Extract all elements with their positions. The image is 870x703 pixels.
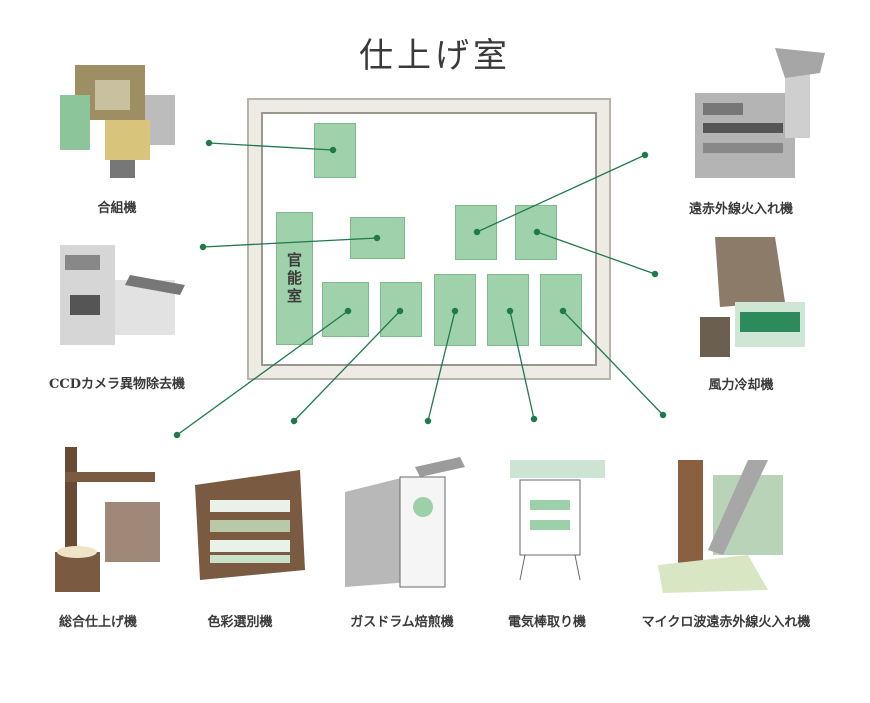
page-title: 仕上げ室 — [359, 36, 511, 76]
gasdrum-machine-illustration — [345, 457, 465, 588]
label-gougumi: 合組機 — [97, 201, 137, 216]
sensory-room: 官能室 — [276, 212, 313, 345]
label-shikisai: 色彩選別機 — [207, 615, 273, 630]
ccd-machine-illustration — [60, 245, 185, 345]
line-ccd — [202, 237, 378, 248]
dot — [329, 146, 337, 154]
gougumi-machine-illustration — [60, 65, 175, 178]
enseki-machine-illustration — [695, 48, 825, 178]
line-denki — [509, 310, 535, 420]
sensory-room-label: 官能室 — [285, 251, 303, 306]
line-sougou — [176, 310, 349, 436]
label-fuuryoku: 風力冷却機 — [708, 378, 774, 393]
label-denki: 電気棒取り機 — [507, 615, 587, 630]
line-microwave — [562, 310, 664, 416]
line-gasdrum — [427, 310, 456, 422]
label-microwave: マイクロ波遠赤外線火入れ機 — [641, 615, 811, 630]
label-gasdrum: ガスドラム焙煎機 — [350, 615, 454, 630]
line-shikisai — [293, 310, 401, 422]
label-enseki: 遠赤外線火入れ機 — [688, 202, 794, 217]
shikisai-machine-illustration — [195, 470, 305, 580]
line-fuuryoku — [536, 231, 656, 275]
microwave-machine-illustration — [658, 460, 783, 593]
sougou-machine-illustration — [55, 447, 160, 592]
dot — [205, 139, 213, 147]
denki-machine-illustration — [510, 460, 605, 581]
line-enseki — [476, 154, 646, 233]
label-ccd: CCDカメラ異物除去機 — [49, 377, 185, 392]
line-gougumi — [208, 142, 334, 151]
label-sougou: 総合仕上げ機 — [58, 615, 138, 630]
fuuryoku-machine-illustration — [700, 237, 805, 357]
